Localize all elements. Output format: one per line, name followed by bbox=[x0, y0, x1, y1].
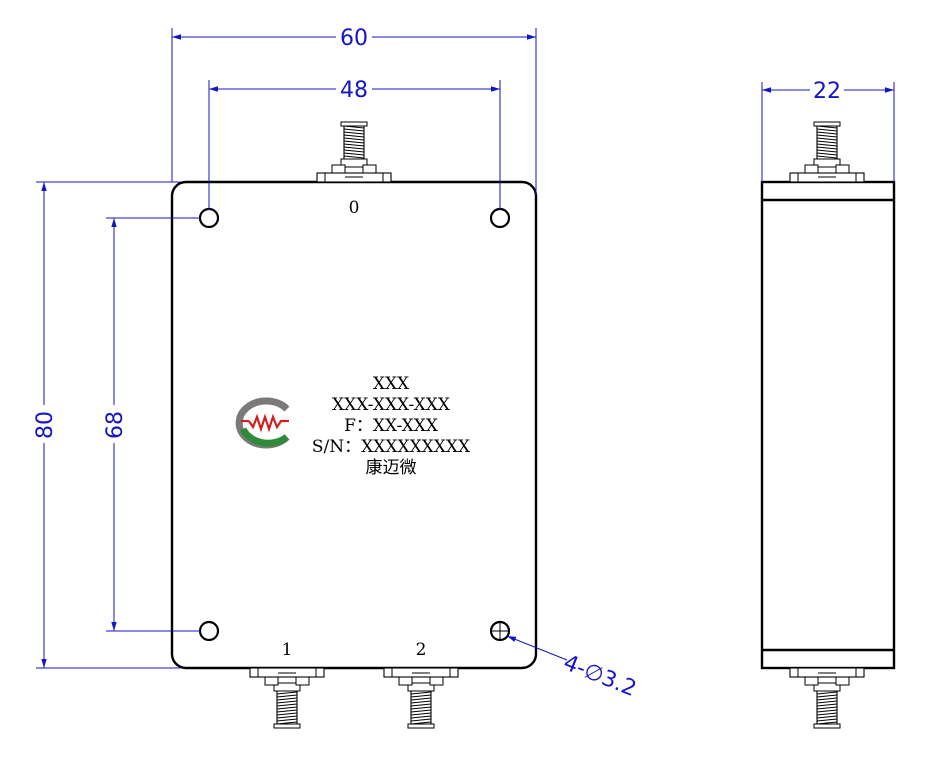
dimension-side-depth: 22 bbox=[761, 78, 895, 182]
nameplate-line-3: F：XX-XXX bbox=[344, 416, 439, 436]
dimension-overall-height: 80 bbox=[32, 181, 180, 669]
nameplate-line-1: XXX bbox=[373, 374, 410, 394]
connector-port-1 bbox=[250, 668, 324, 728]
side-connector-bottom bbox=[790, 668, 864, 728]
dimension-side-depth-text: 22 bbox=[813, 79, 841, 104]
callout-mounting-holes: 4-∅3.2 bbox=[506, 635, 640, 702]
mounting-hole-bottom-right bbox=[489, 620, 511, 642]
side-connector-top bbox=[789, 121, 865, 183]
nameplate-line-5: 康迈微 bbox=[366, 458, 417, 478]
dimension-overall-height-text: 80 bbox=[33, 411, 58, 439]
nameplate-line-4: S/N：XXXXXXXXX bbox=[312, 437, 471, 457]
nameplate-line-2: XXX-XXX-XXX bbox=[332, 395, 451, 415]
nameplate: XXX XXX-XXX-XXX F：XX-XXX S/N：XXXXXXXXX 康… bbox=[312, 374, 471, 478]
company-logo bbox=[235, 397, 290, 449]
mounting-hole-top-left bbox=[198, 207, 220, 229]
dimension-overall-width: 60 bbox=[171, 25, 537, 195]
dimension-hole-spacing-horizontal: 48 bbox=[208, 77, 501, 210]
front-view: 0 1 2 XXX XXX-XXX-XXX F：XX-XXX S/N：XXXXX… bbox=[170, 121, 538, 728]
side-view bbox=[760, 121, 896, 728]
callout-mounting-holes-text: 4-∅3.2 bbox=[560, 650, 640, 702]
dimension-hole-spacing-vertical: 68 bbox=[102, 217, 200, 632]
side-housing bbox=[760, 180, 896, 670]
mounting-hole-top-right bbox=[489, 207, 511, 229]
connector-port-0 bbox=[316, 121, 392, 183]
port-2-label: 2 bbox=[416, 640, 427, 660]
dimension-overall-width-text: 60 bbox=[340, 26, 368, 51]
port-1-label: 1 bbox=[282, 640, 293, 660]
mounting-hole-bottom-left bbox=[198, 620, 220, 642]
connector-port-2 bbox=[384, 668, 458, 728]
dimension-hole-spacing-horizontal-text: 48 bbox=[340, 78, 368, 103]
port-0-label: 0 bbox=[349, 198, 360, 218]
dimension-hole-spacing-vertical-text: 68 bbox=[103, 411, 128, 439]
